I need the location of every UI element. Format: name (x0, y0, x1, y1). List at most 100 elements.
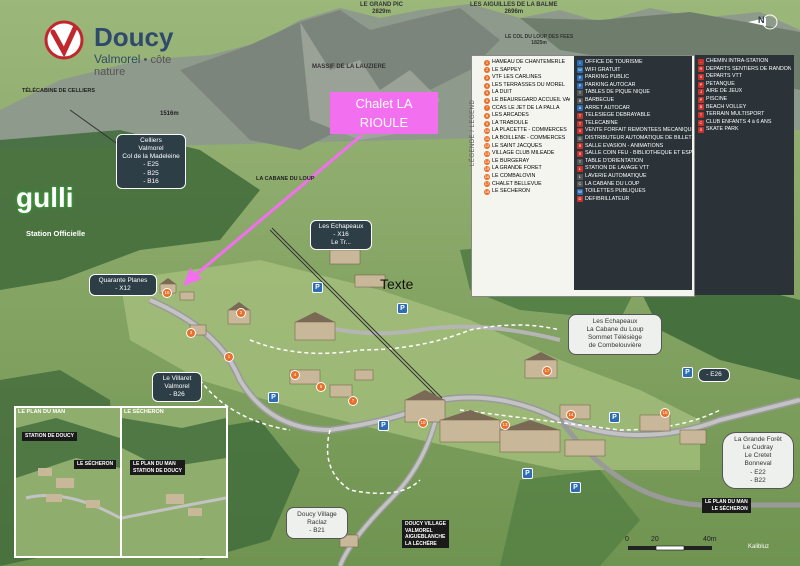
location-pin[interactable]: 10 (418, 418, 428, 428)
sign-quarante-planes[interactable]: Quarante Planes - X12 (89, 274, 157, 297)
sign-line: Quarante Planes (98, 277, 148, 284)
tag-line: VALMOREL (405, 527, 433, 534)
legend-label: CHEMIN INTRA-STATION (706, 58, 769, 64)
sign-e26[interactable]: - E26 (698, 368, 730, 383)
sign-line: Celliers (140, 137, 162, 144)
placeholder-text: Texte (380, 276, 414, 292)
legend-label: TERRAIN MULTISPORT (706, 111, 765, 118)
location-pin[interactable]: 2 (236, 308, 246, 318)
sign-line: - E25 (143, 161, 159, 169)
inset-title: LE PLAN DU MAN (18, 409, 66, 415)
doucy-logo: Doucy Valmorel • côte nature (44, 20, 194, 78)
legend-label: LA PLACETTE - COMMERCES (492, 127, 567, 134)
legend-label: WIFI GRATUIT (585, 66, 621, 73)
legend-label: ARRÊT AUTOCAR (585, 104, 630, 111)
legend-label: SKATE PARK (706, 126, 739, 133)
tag-line: DOUCY VILLAGE (405, 521, 447, 527)
legend-label: DISTRIBUTEUR AUTOMATIQUE DE BILLETS (585, 134, 692, 141)
tag-plan-du-man[interactable]: LE PLAN DU MAN LE SÉCHERON (702, 498, 751, 513)
peak-aiguilles: LES AIGUILLES DE LA BALME 2696m (470, 2, 558, 16)
scale-bar: 0 20 40m (625, 536, 717, 552)
sign-villaret[interactable]: Le Villaret Valmorel - B26 (152, 372, 202, 403)
peak-grand-pic: LE GRAND PIC 2829m (360, 2, 403, 16)
legend-symbol-icon: S (577, 150, 583, 157)
location-pin[interactable]: 15 (660, 408, 670, 418)
inset-secheron: LE SÉCHERON LE PLAN DU MAN STATION DE DO… (120, 406, 228, 558)
inset-tag: STATION DE DOUCY (22, 432, 77, 441)
legend-label: LE SAINT JACQUES (492, 142, 542, 149)
location-pin[interactable]: 4 (290, 370, 300, 380)
legend-symbol-icon: L (577, 166, 583, 173)
chalet-la-rioule-callout[interactable]: Chalet LA RIOULE (330, 92, 438, 134)
legend-symbol-icon: C (698, 119, 704, 126)
callout-line2: RIOULE (359, 115, 409, 130)
sign-line: - X16 (333, 231, 349, 239)
sign-line: Sommet Télésiège (587, 334, 643, 342)
callout-line1: Chalet LA (355, 96, 413, 111)
legend-symbol-icon: C (577, 181, 583, 188)
location-pin[interactable]: 14 (566, 410, 576, 420)
sign-grande-foret[interactable]: La Grande Forêt Le Cudray Le Cretet Bonn… (722, 432, 794, 489)
sign-celliers[interactable]: Celliers Valmorel Col de la Madeleine - … (116, 134, 186, 189)
inset-tag: LE SÉCHERON (74, 460, 117, 469)
location-pin[interactable]: 1 (224, 352, 234, 362)
legend-symbol-icon: T (577, 112, 583, 119)
location-pin[interactable]: 16 (162, 288, 172, 298)
brand-tag: côte nature (94, 54, 172, 78)
legend-label: LE SAPPEY (492, 66, 522, 73)
legend-label: PISCINE (706, 95, 728, 102)
location-pin[interactable]: 13 (500, 420, 510, 430)
sign-line: - E26 (706, 371, 722, 378)
legend-label: LAVERIE AUTOMATIQUE (585, 172, 647, 179)
peak-altitude: 2696m (504, 9, 524, 16)
massif-label: MASSIF DE LA LAUZIERE (312, 64, 386, 70)
sign-line: - B22 (750, 476, 766, 484)
legend-number-icon: 4 (484, 82, 490, 89)
parking-icon: P (570, 482, 581, 493)
cabane-label: LA CABANE DU LOUP (256, 176, 315, 182)
legend-label: TABLES DE PIQUE NIQUE (585, 89, 650, 96)
legend-label: PARKING AUTOCAR (585, 81, 636, 88)
sign-doucy-raclaz[interactable]: Doucy Village Raclaz - B21 (286, 507, 348, 540)
sign-echapeaux-right[interactable]: Les Echapeaux La Cabane du Loup Sommet T… (568, 314, 662, 355)
location-pin[interactable]: 3 (186, 328, 196, 338)
legend-label: SALLE COIN FEU - BIBLIOTHÈQUE ET ESPACE … (585, 150, 692, 157)
legend-number-icon: 12 (484, 143, 490, 150)
sign-echapeaux-top[interactable]: Les Echapeaux - X16 Le Tr... (310, 220, 372, 251)
tag-line: AIGUEBLANCHE (405, 534, 446, 540)
tag-line: STATION DE DOUCY (133, 467, 182, 474)
tag-doucy-village[interactable]: DOUCY VILLAGE VALMOREL AIGUEBLANCHE LA L… (402, 520, 450, 548)
legend-number-icon: 6 (484, 97, 490, 104)
location-pin[interactable]: 7 (348, 396, 358, 406)
sign-line: Les Echapeaux (318, 223, 364, 230)
parking-icon: P (682, 367, 693, 378)
location-pin[interactable]: 6 (316, 382, 326, 392)
legend-number-icon: 8 (484, 112, 490, 119)
legend-symbol-icon: R (698, 66, 704, 73)
location-pin[interactable]: 17 (542, 366, 552, 376)
peak-altitude: 1825m (531, 40, 547, 46)
legend-symbol-icon: J (698, 89, 704, 96)
legend-symbol-icon: P (698, 81, 704, 88)
tag-line: LE SÉCHERON (711, 505, 748, 512)
legend-label: LA DUIT (492, 89, 513, 96)
legend-symbol-icon: P (698, 96, 704, 103)
legend-symbol-icon: S (577, 143, 583, 150)
sign-line: Bonneval (744, 460, 772, 468)
legend-label: LE COMBALOVIN (492, 172, 536, 179)
